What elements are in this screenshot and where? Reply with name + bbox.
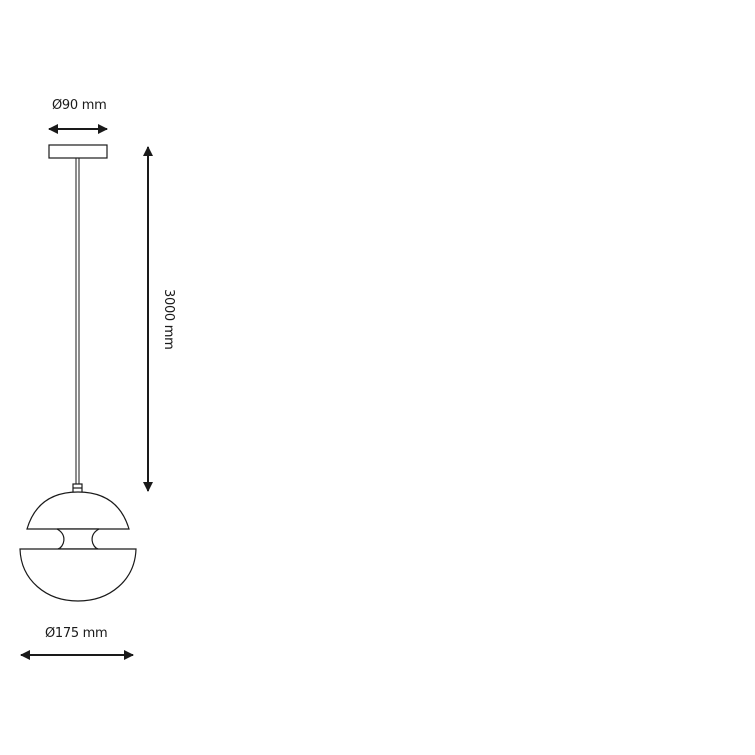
lamp-head [19, 483, 137, 602]
lower-bowl [19, 548, 137, 602]
canopy-diameter-label: Ø90 mm [52, 98, 106, 113]
cable-length-label: 3000 mm [161, 289, 176, 349]
upper-dome-cap [26, 491, 130, 530]
shade-stem [56, 528, 100, 550]
ceiling-canopy [48, 144, 108, 159]
shade-diameter-label: Ø175 mm [45, 626, 107, 641]
